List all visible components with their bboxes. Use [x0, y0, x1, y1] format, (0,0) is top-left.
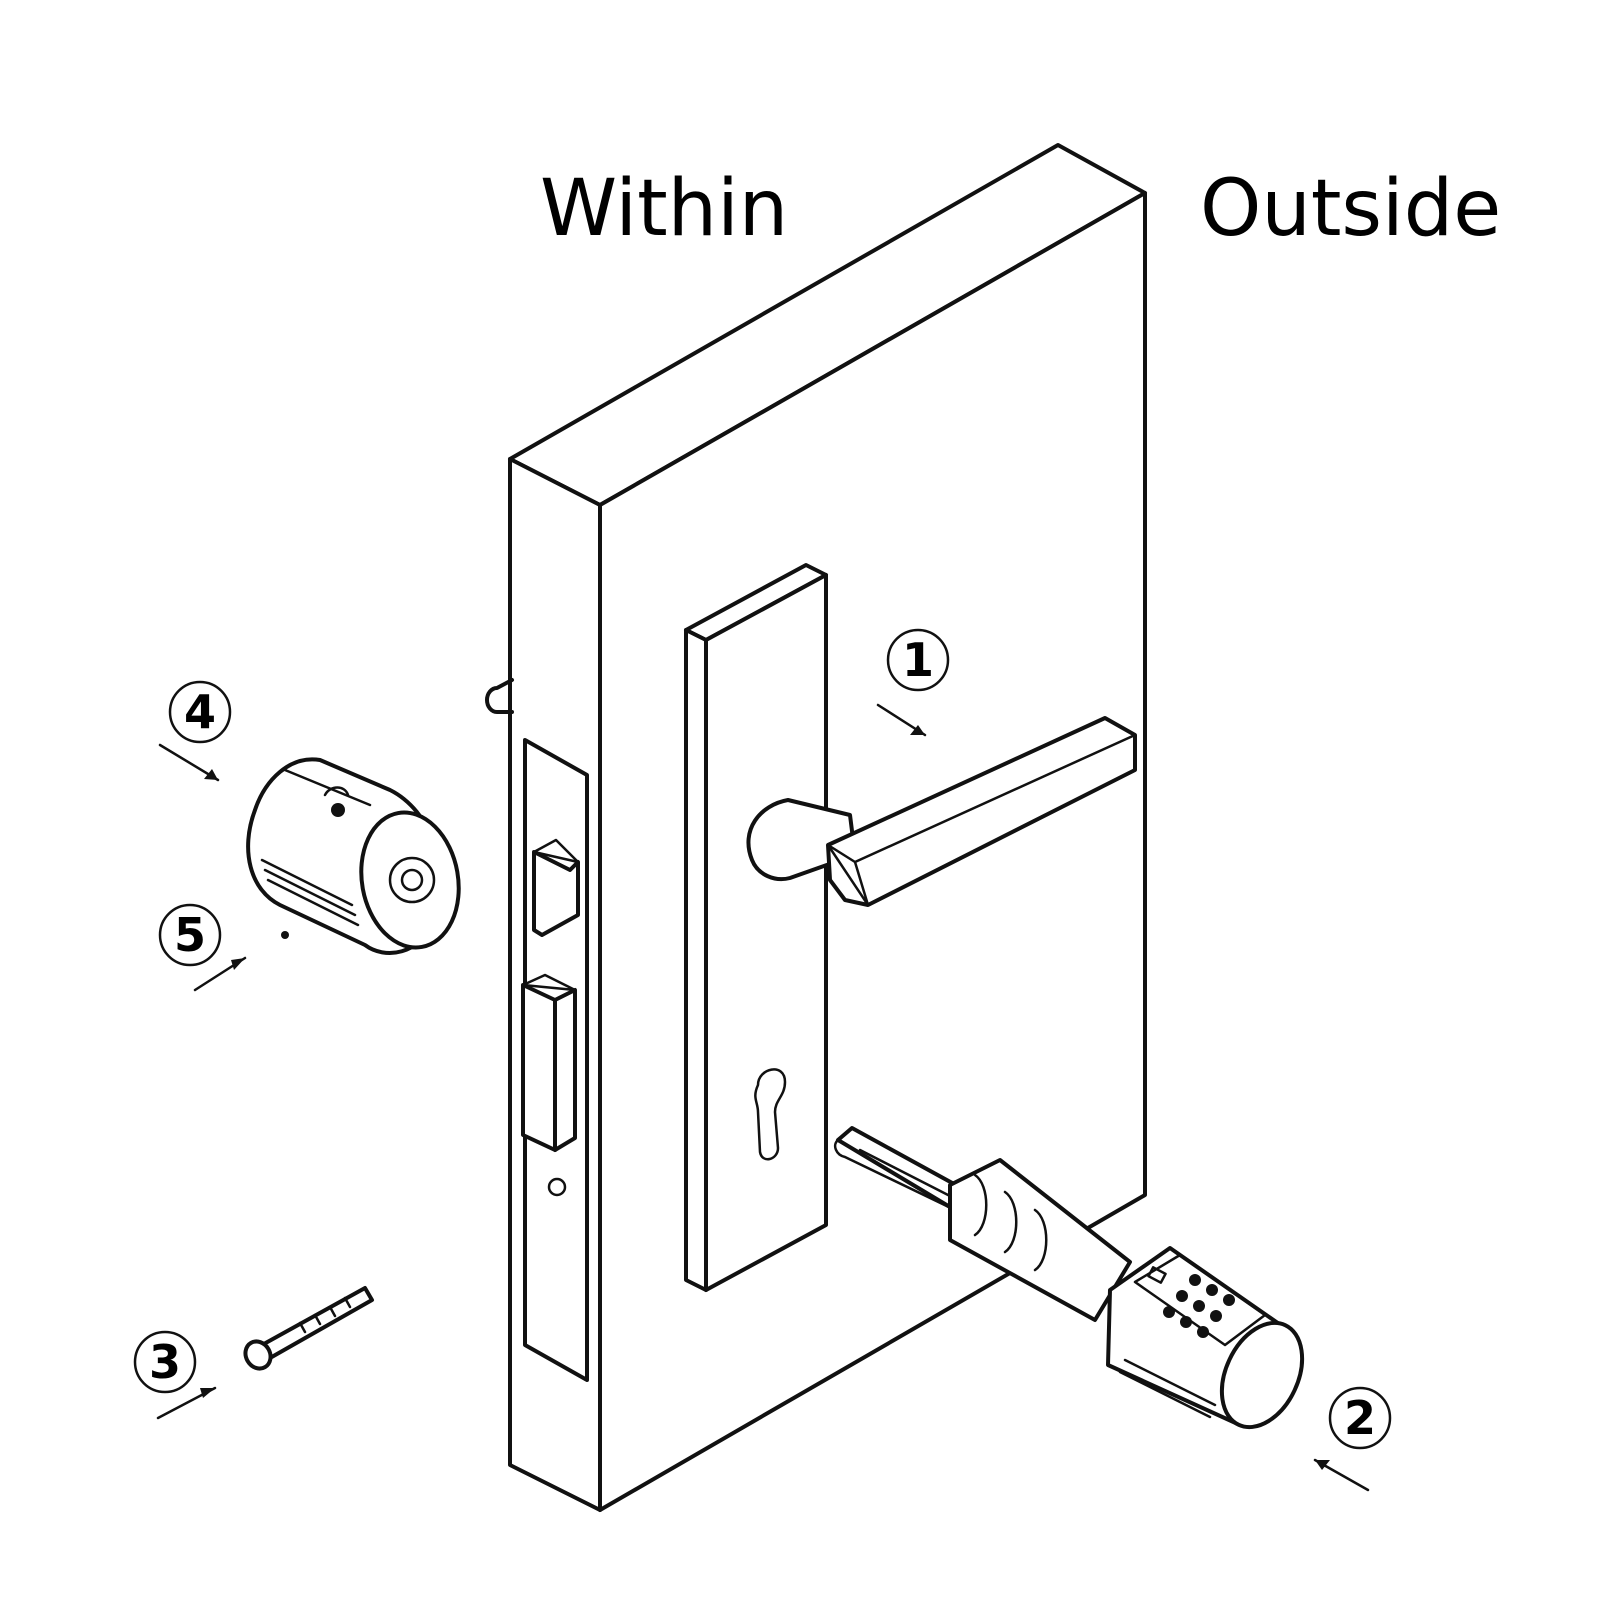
callout-3: 3 — [133, 1330, 197, 1394]
screw-icon — [243, 1286, 374, 1371]
handle-icon — [746, 716, 1137, 907]
svg-text:2: 2 — [1344, 1391, 1376, 1445]
mortise-faceplate-icon — [485, 678, 589, 1382]
svg-text:4: 4 — [184, 685, 216, 739]
callout-2: 2 — [1328, 1386, 1392, 1450]
svg-text:5: 5 — [174, 908, 206, 962]
svg-text:1: 1 — [902, 633, 934, 687]
cylinder-knob-icon — [246, 757, 461, 955]
callout-4: 4 — [168, 680, 232, 744]
callout-arrows — [156, 703, 1370, 1492]
label-within: Within — [540, 164, 788, 254]
keypad-icon — [1118, 1253, 1267, 1419]
label-outside: Outside — [1200, 164, 1501, 254]
escutcheon-plate-icon — [684, 563, 828, 1292]
svg-text:3: 3 — [149, 1335, 181, 1389]
grub-screw-icon — [281, 931, 289, 939]
callout-1: 1 — [886, 628, 950, 692]
callout-5: 5 — [158, 903, 222, 967]
